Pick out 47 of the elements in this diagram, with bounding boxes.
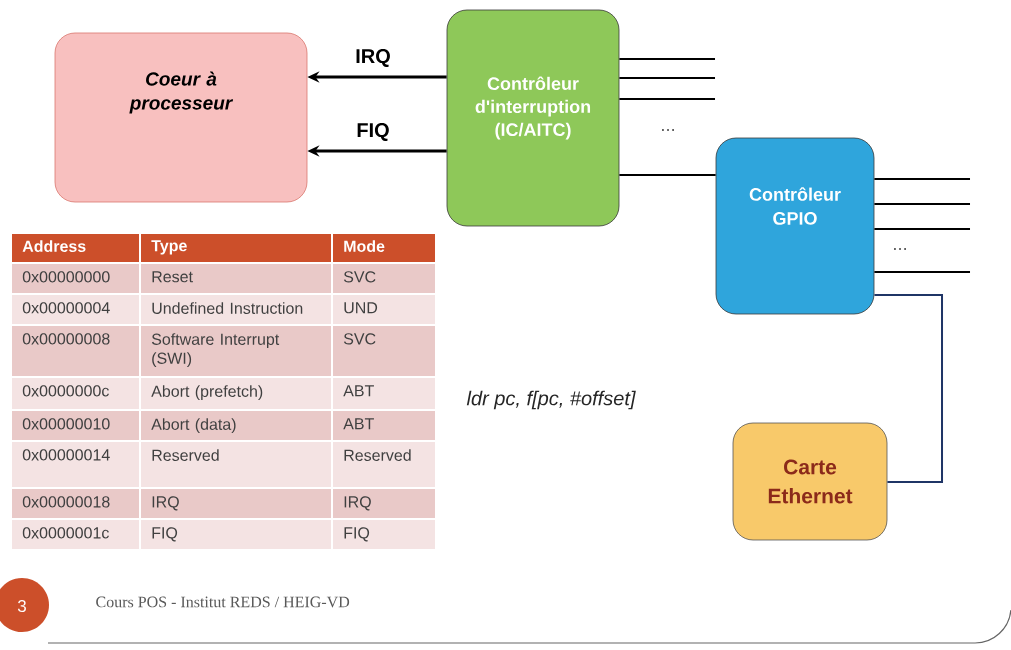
signal-line (619, 97, 715, 101)
code-text: ldr pc, f[pc, #offset] (466, 390, 636, 410)
table-cell: ABT (333, 378, 435, 409)
signal-line (874, 227, 970, 231)
signal-line (619, 76, 715, 80)
controller-box: Contrôleur d'interruption (IC/AITC) (446, 9, 620, 227)
table-cell: ABT (333, 411, 435, 440)
table-cell: Mode (333, 234, 435, 262)
table-cell: Reset (141, 264, 331, 293)
table-cell: Type (141, 234, 331, 262)
processor-box: Coeur à processeur (54, 32, 308, 203)
signal-line (874, 270, 970, 274)
signal-line (619, 57, 715, 61)
ellipsis: … (894, 248, 906, 250)
page-number: 3 (0, 578, 49, 632)
ellipsis: … (662, 129, 674, 131)
table-cell: 0x00000014 (12, 442, 139, 487)
table-cell: UND (333, 295, 435, 324)
table-cell: IRQ (141, 489, 331, 518)
table-cell: IRQ (333, 489, 435, 518)
table-cell: SVC (333, 264, 435, 293)
table-cell: 0x00000008 (12, 326, 139, 376)
signal-line (874, 202, 970, 206)
table-cell: 0x00000010 (12, 411, 139, 440)
table-cell: Undefined Instruction (141, 295, 331, 324)
table-cell: FIQ (141, 520, 331, 549)
card-box: Carte Ethernet (732, 422, 888, 541)
controller-box: Contrôleur GPIO (715, 137, 875, 315)
table-cell: 0x0000000c (12, 378, 139, 409)
table-cell: 0x00000018 (12, 489, 139, 518)
table-cell: Abort (prefetch) (141, 378, 331, 409)
table-cell: FIQ (333, 520, 435, 549)
table-cell: 0x00000004 (12, 295, 139, 324)
connector-line (873, 294, 943, 483)
table-cell: Reserved (141, 442, 331, 487)
table-cell: SVC (333, 326, 435, 376)
table-cell: Abort (data) (141, 411, 331, 440)
signal-line (619, 173, 716, 177)
footer-text: Cours POS - Institut REDS / HEIG-VD (96, 596, 350, 608)
signal-line (874, 177, 970, 181)
table-cell: Address (12, 234, 139, 262)
table-cell: Reserved (333, 442, 435, 487)
table-cell: Software Interrupt (SWI) (141, 326, 331, 376)
edge-label: IRQ (356, 49, 390, 67)
edge-label: FIQ (357, 123, 389, 141)
table-cell: 0x00000000 (12, 264, 139, 293)
table-cell: 0x0000001c (12, 520, 139, 549)
